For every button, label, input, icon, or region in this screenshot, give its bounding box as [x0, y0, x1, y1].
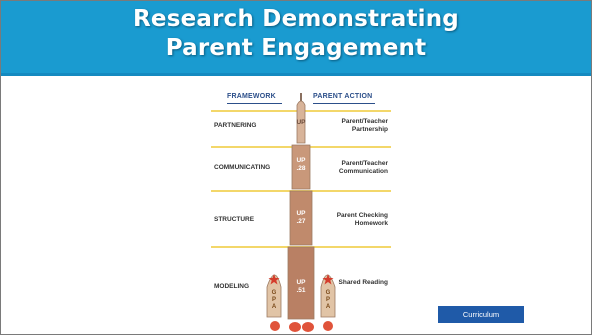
- slide-title: Research Demonstrating Parent Engagement: [1, 5, 591, 63]
- exhaust-flame: [323, 321, 333, 331]
- booster-letter: P: [325, 297, 330, 303]
- booster-letters-left: G P A: [270, 290, 278, 311]
- rocket-label: UP: [296, 119, 306, 126]
- parent-action-label: Parent/Teacher Communication: [338, 160, 388, 175]
- exhaust-flame: [302, 322, 314, 332]
- rocket-infographic: FRAMEWORK PARENT ACTION: [211, 91, 391, 334]
- booster-letter: P: [271, 297, 276, 303]
- booster-letter: G: [271, 290, 277, 296]
- framework-label: STRUCTURE: [214, 216, 255, 223]
- framework-header: FRAMEWORK: [227, 93, 276, 100]
- right-booster: [320, 274, 336, 318]
- booster-letter: G: [325, 290, 331, 296]
- parent-action-label: Parent Checking Homework: [336, 212, 388, 227]
- title-bar: Research Demonstrating Parent Engagement: [1, 1, 591, 76]
- booster-letter: A: [325, 304, 331, 310]
- rocket-lower: [289, 190, 313, 246]
- rocket-base: [287, 246, 315, 320]
- rocket-label: UP .27: [296, 210, 306, 225]
- parent-action-label: Shared Reading: [338, 279, 388, 286]
- rocket-illustration: [266, 93, 336, 332]
- title-line-1: Research Demonstrating: [133, 6, 459, 32]
- rocket-spike: [300, 93, 302, 103]
- parent-action-label: Parent/Teacher Partnership: [341, 118, 388, 133]
- framework-label: MODELING: [214, 283, 250, 290]
- rocket-capsule: [296, 100, 306, 144]
- exhaust-flame: [289, 322, 301, 332]
- framework-label: COMMUNICATING: [214, 164, 271, 171]
- star-icon: [268, 274, 280, 285]
- framework-label: PARTNERING: [214, 122, 257, 129]
- title-line-2: Parent Engagement: [165, 35, 427, 61]
- booster-letter: A: [271, 304, 277, 310]
- booster-letters-right: G P A: [324, 290, 332, 311]
- left-booster: [266, 274, 282, 318]
- exhaust-flame: [270, 321, 280, 331]
- rocket-middle: [291, 144, 311, 190]
- action-header-underline: [313, 103, 375, 104]
- rocket-label: UP .51: [296, 279, 306, 294]
- star-icon: [322, 274, 334, 285]
- rocket-label: UP .28: [296, 157, 306, 172]
- action-header: PARENT ACTION: [313, 93, 373, 100]
- framework-header-underline: [227, 103, 282, 104]
- curriculum-tag[interactable]: Curriculum: [438, 306, 524, 323]
